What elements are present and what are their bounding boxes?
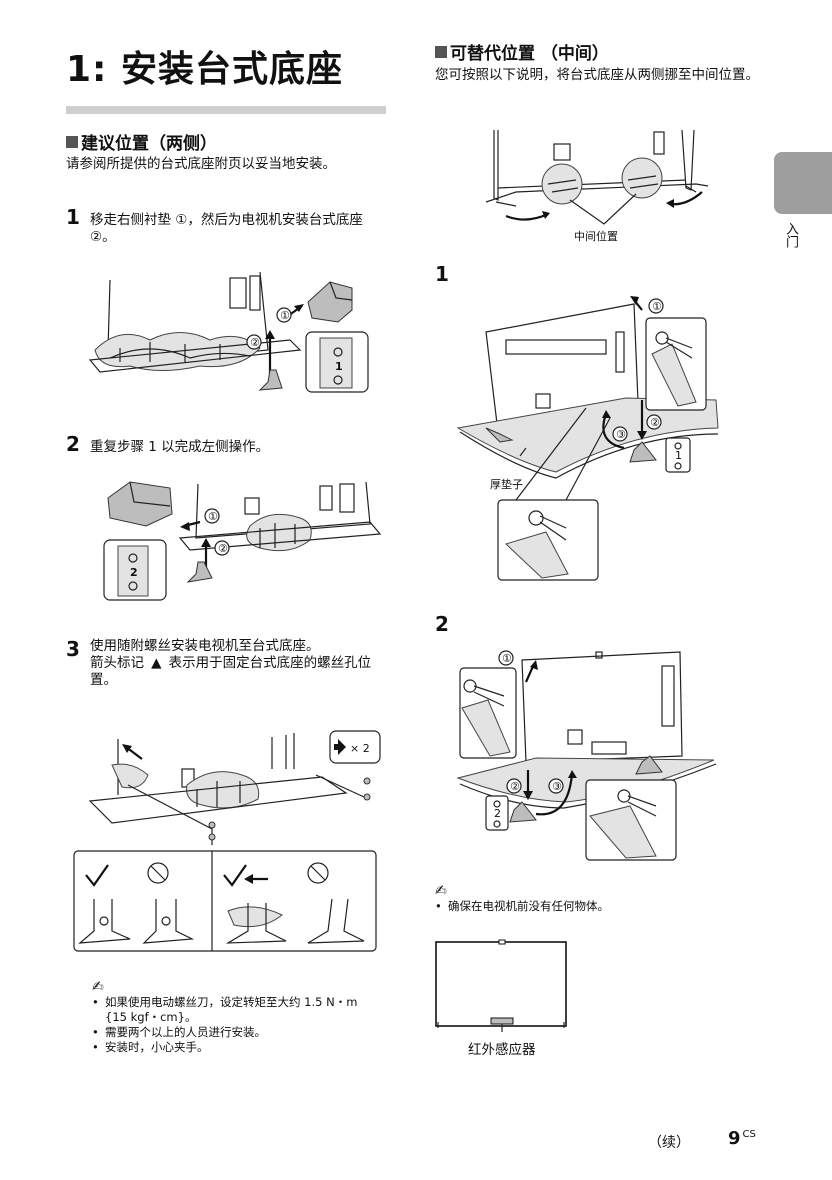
svg-text:③: ③ bbox=[616, 428, 626, 441]
note-pencil-icon: ✍ bbox=[92, 979, 104, 995]
step-2-text: 重复步骤 1 以完成左侧操作。 bbox=[90, 439, 270, 455]
svg-text:× 2: × 2 bbox=[350, 742, 370, 755]
note-pencil-icon: ✍ bbox=[435, 883, 447, 899]
svg-text:中间位置: 中间位置 bbox=[574, 229, 618, 243]
notes-left: ✍ 如果使用电动螺丝刀，设定转矩至大约 1.5 N・m {15 kgf・cm}。… bbox=[92, 979, 382, 1056]
note-item: 确保在电视机前没有任何物体。 bbox=[435, 899, 755, 914]
figure-step-3: × 2 bbox=[73, 730, 381, 952]
svg-text:2: 2 bbox=[130, 566, 138, 579]
square-bullet-icon bbox=[435, 46, 447, 58]
step-3-number: 3 bbox=[66, 637, 80, 661]
svg-text:②: ② bbox=[650, 416, 660, 429]
svg-text:①: ① bbox=[502, 652, 512, 665]
right-step-1-number: 1 bbox=[435, 262, 449, 286]
step-2-number: 2 bbox=[66, 432, 80, 456]
figure-right-step-2: ① ② ③ 2 bbox=[456, 650, 717, 861]
ir-sensor-label: 红外感应器 bbox=[468, 1042, 536, 1058]
right-step-2-number: 2 bbox=[435, 612, 449, 636]
svg-text:①: ① bbox=[280, 309, 290, 322]
figure-right-step-1: ① ② ③ 1 厚垫子 bbox=[456, 296, 719, 581]
notes-right: ✍ 确保在电视机前没有任何物体。 bbox=[435, 883, 755, 915]
svg-text:③: ③ bbox=[552, 780, 562, 793]
figure-ir-sensor bbox=[435, 939, 567, 1032]
title-underline bbox=[66, 106, 386, 114]
note-item: 需要两个以上的人员进行安装。 bbox=[92, 1025, 382, 1040]
section-heading-alternative: 可替代位置 （中间） bbox=[435, 44, 609, 65]
svg-text:1: 1 bbox=[675, 449, 682, 462]
svg-text:②: ② bbox=[250, 336, 260, 349]
section-intro-alternative: 您可按照以下说明，将台式底座从两侧挪至中间位置。 bbox=[435, 67, 759, 83]
step-1-number: 1 bbox=[66, 205, 80, 229]
note-item: 安装时，小心夹手。 bbox=[92, 1040, 382, 1055]
step-1-text: 移走右侧衬垫 ①，然后为电视机安装台式底座 ②。 bbox=[90, 212, 363, 245]
section-heading-recommended: 建议位置（两侧） bbox=[66, 134, 217, 155]
step-3-text-line1: 使用随附螺丝安装电视机至台式底座。 bbox=[90, 638, 320, 654]
figure-step-2: ① ② 2 bbox=[103, 481, 382, 601]
svg-text:1: 1 bbox=[335, 360, 343, 373]
svg-text:2: 2 bbox=[494, 807, 501, 820]
note-item: 如果使用电动螺丝刀，设定转矩至大约 1.5 N・m {15 kgf・cm}。 bbox=[92, 995, 382, 1025]
square-bullet-icon bbox=[66, 136, 78, 148]
section-intro-recommended: 请参阅所提供的台式底座附页以妥当地安装。 bbox=[66, 156, 336, 172]
figure-step-1: ① ② 1 bbox=[88, 271, 369, 393]
figure-middle-position: 中间位置 bbox=[485, 129, 709, 243]
chapter-label: 入门 bbox=[783, 222, 798, 248]
arrow-up-marker-icon: ▲ bbox=[151, 655, 162, 671]
svg-text:①: ① bbox=[208, 510, 218, 523]
svg-text:②: ② bbox=[510, 780, 520, 793]
page-title: 1: 安装台式底座 bbox=[66, 49, 343, 90]
svg-text:①: ① bbox=[652, 300, 662, 313]
svg-text:厚垫子: 厚垫子 bbox=[490, 477, 523, 491]
continued-label: （续） bbox=[648, 1135, 690, 1151]
step-3-text: 使用随附螺丝安装电视机至台式底座。 箭头标记 ▲ 表示用于固定台式底座的螺丝孔位… bbox=[90, 638, 380, 689]
step-3-text-line2: 箭头标记 ▲ 表示用于固定台式底座的螺丝孔位置。 bbox=[90, 655, 372, 688]
svg-text:②: ② bbox=[218, 542, 228, 555]
chapter-tab bbox=[774, 152, 832, 214]
